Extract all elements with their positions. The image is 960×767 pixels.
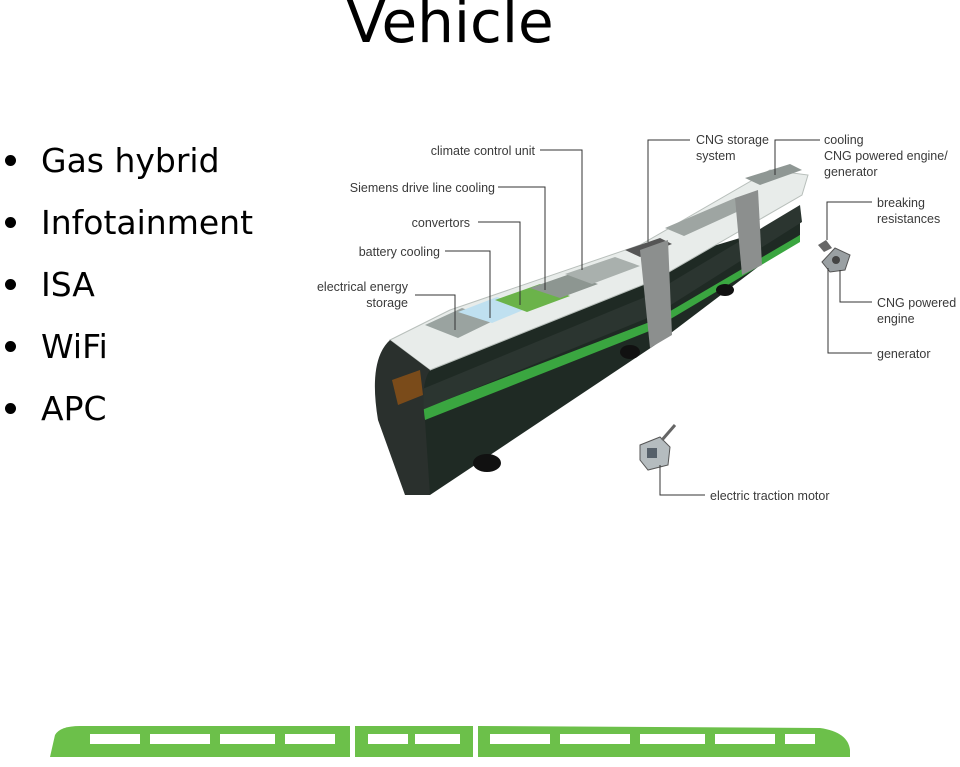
- label-cng-storage-system: CNG storage system: [696, 132, 769, 164]
- label-line: cooling: [824, 133, 864, 147]
- bullet-dot: [5, 217, 16, 228]
- label-breaking-resistances: breaking resistances: [877, 195, 940, 227]
- bullet-text: WiFi: [41, 327, 108, 366]
- bullet-text: Infotainment: [41, 203, 254, 242]
- label-cng-powered-engine: CNG powered engine: [877, 295, 956, 327]
- label-line: breaking: [877, 196, 925, 210]
- bullet-item: ISA: [0, 264, 253, 326]
- label-electrical-energy-storage: electrical energy storage: [300, 279, 408, 311]
- bullet-text: Gas hybrid: [41, 141, 220, 180]
- label-battery-cooling: battery cooling: [358, 245, 440, 259]
- label-line: engine: [877, 312, 915, 326]
- bullet-item: Gas hybrid: [0, 140, 253, 202]
- bullet-text: ISA: [41, 265, 95, 304]
- label-line: resistances: [877, 212, 941, 226]
- label-siemens-drive-line-cooling: Siemens drive line cooling: [349, 181, 495, 195]
- bullet-item: Infotainment: [0, 202, 253, 264]
- slide-title: Vehicle: [346, 0, 554, 56]
- label-climate-control-unit: climate control unit: [430, 144, 535, 158]
- label-line: electrical energy: [316, 280, 408, 294]
- bullet-dot: [5, 403, 16, 414]
- label-generator: generator: [877, 347, 931, 361]
- bullet-dot: [5, 155, 16, 166]
- bullet-dot: [5, 279, 16, 290]
- footer-bus-banner: [50, 726, 850, 757]
- label-line: system: [696, 149, 736, 163]
- label-line: CNG powered: [877, 296, 957, 310]
- bullet-item: APC: [0, 388, 253, 450]
- label-cooling-cng-engine-generator: cooling CNG powered engine/ generator: [824, 132, 948, 180]
- bullet-item: WiFi: [0, 326, 253, 388]
- label-line: generator: [824, 165, 878, 179]
- label-line: CNG powered engine/: [824, 149, 948, 163]
- label-electric-traction-motor: electric traction motor: [710, 489, 830, 503]
- label-convertors: convertors: [411, 216, 470, 230]
- bus-diagram: [374, 139, 872, 496]
- electric-traction-motor-component: [639, 424, 677, 471]
- bus-body: [374, 164, 809, 495]
- label-line: storage: [366, 296, 408, 310]
- cng-engine-generator-component: [818, 240, 851, 273]
- bullet-list: Gas hybrid Infotainment ISA WiFi APC: [0, 140, 253, 450]
- label-line: CNG storage: [696, 133, 769, 147]
- bullet-text: APC: [41, 389, 107, 428]
- leader-lines: [415, 139, 872, 496]
- bullet-dot: [5, 341, 16, 352]
